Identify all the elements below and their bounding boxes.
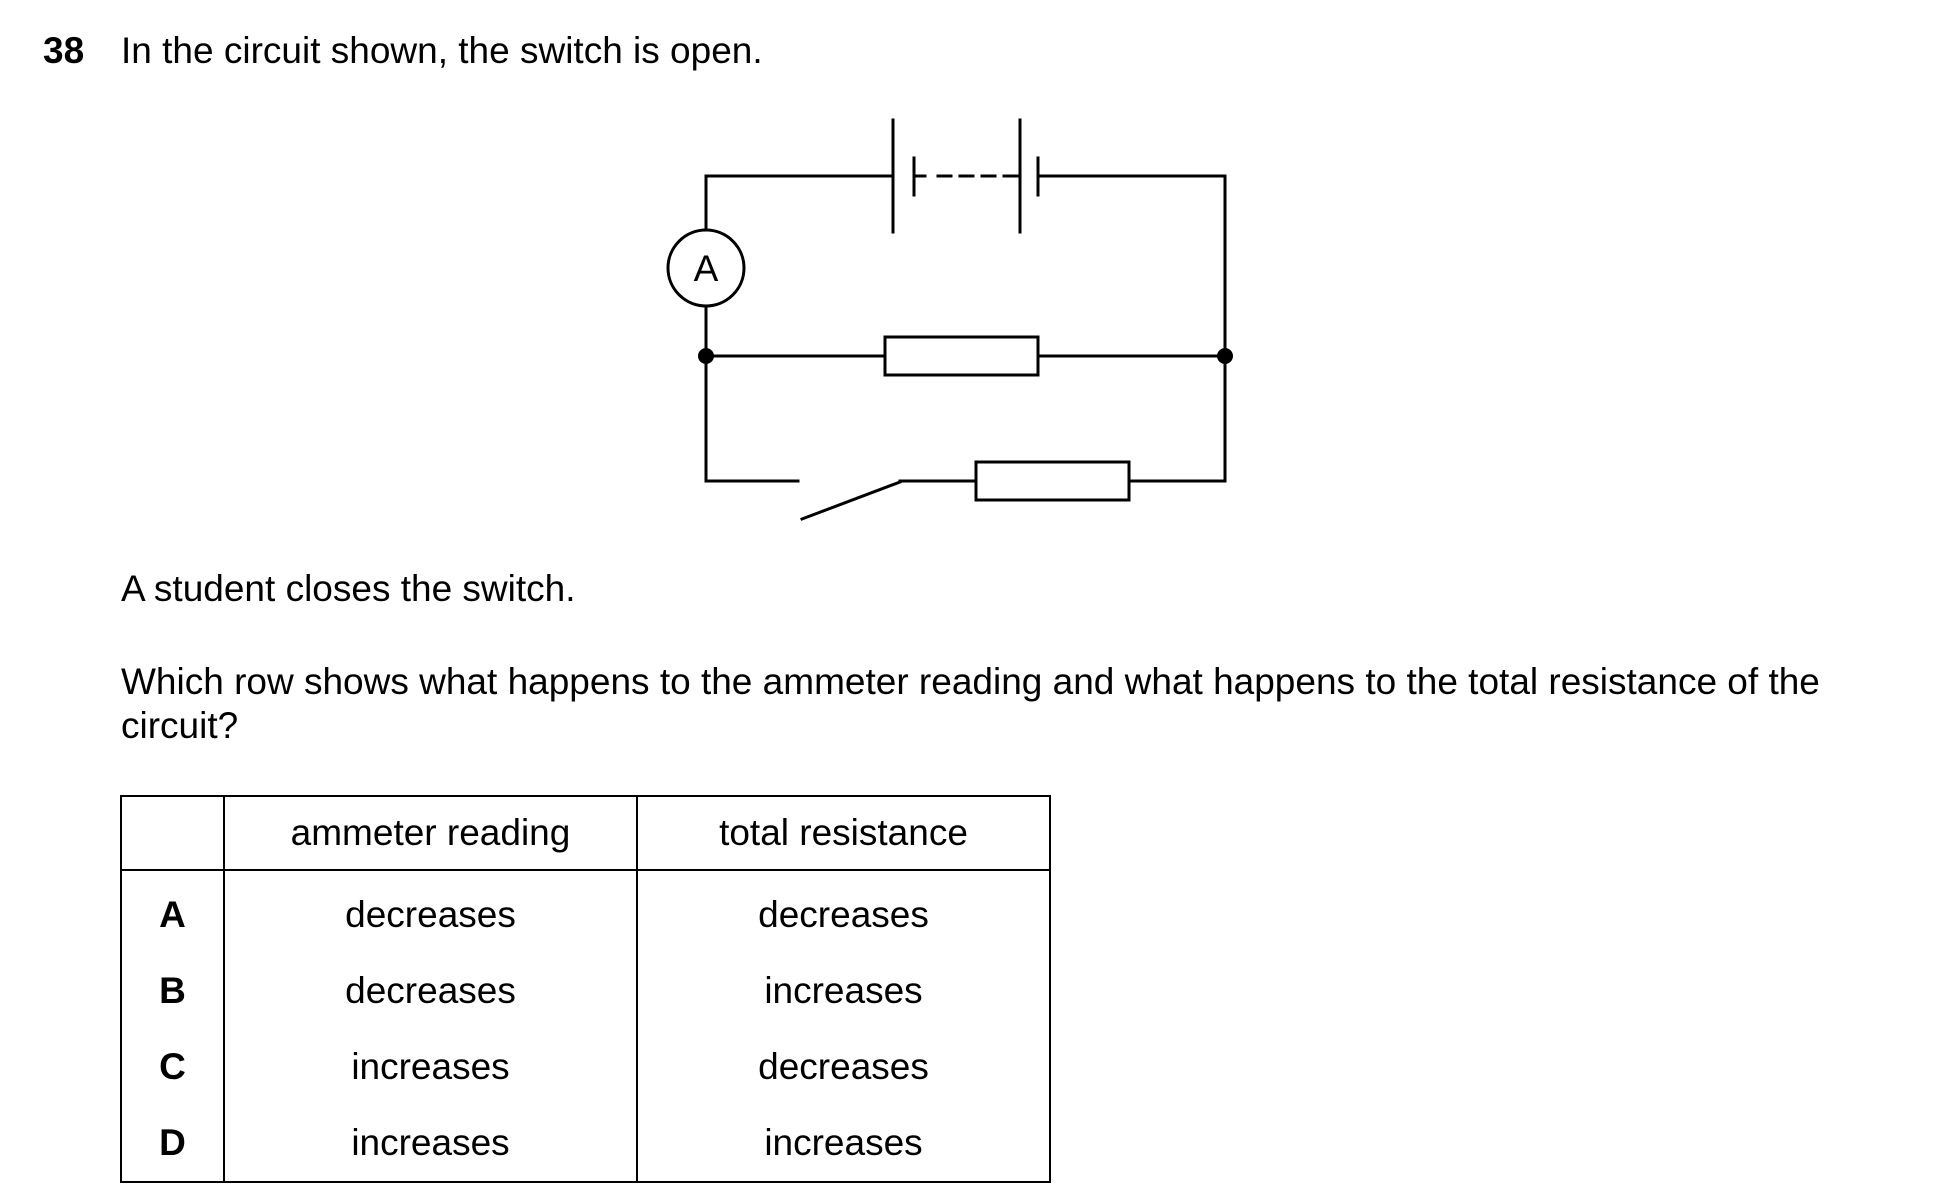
header-total-resistance: total resistance — [636, 795, 1051, 871]
switch-lever — [800, 480, 902, 521]
circuit-diagram: A — [666, 118, 1233, 521]
question-action: A student closes the switch. — [121, 568, 576, 609]
option-resistance: decreases — [636, 870, 1051, 953]
option-key: D — [120, 1105, 225, 1183]
question-intro: In the circuit shown, the switch is open… — [121, 30, 763, 71]
option-resistance: increases — [636, 1105, 1051, 1183]
option-ammeter: increases — [223, 1105, 638, 1183]
resistor-1 — [883, 335, 1040, 377]
question-number: 38 — [43, 30, 85, 71]
answer-table: ammeter reading total resistance A decre… — [120, 795, 1051, 1183]
ammeter-symbol — [666, 228, 746, 308]
junction-left — [698, 348, 714, 364]
header-ammeter-reading: ammeter reading — [223, 795, 638, 871]
question-prompt: Which row shows what happens to the amme… — [121, 661, 1820, 746]
option-resistance: decreases — [636, 1029, 1051, 1105]
resistor-2 — [974, 460, 1131, 502]
ammeter-label: A — [694, 248, 719, 289]
option-key: C — [120, 1029, 225, 1105]
table-header-row: ammeter reading total resistance — [120, 795, 1051, 871]
table-row: B decreases increases — [120, 953, 1051, 1029]
option-resistance: increases — [636, 953, 1051, 1029]
option-ammeter: increases — [223, 1029, 638, 1105]
option-key: A — [120, 870, 225, 953]
option-ammeter: decreases — [223, 870, 638, 953]
header-key — [120, 795, 225, 871]
table-row: D increases increases — [120, 1105, 1051, 1183]
option-ammeter: decreases — [223, 953, 638, 1029]
table-row: A decreases decreases — [120, 870, 1051, 953]
table-row: C increases decreases — [120, 1029, 1051, 1105]
option-key: B — [120, 953, 225, 1029]
junction-right — [1217, 348, 1233, 364]
